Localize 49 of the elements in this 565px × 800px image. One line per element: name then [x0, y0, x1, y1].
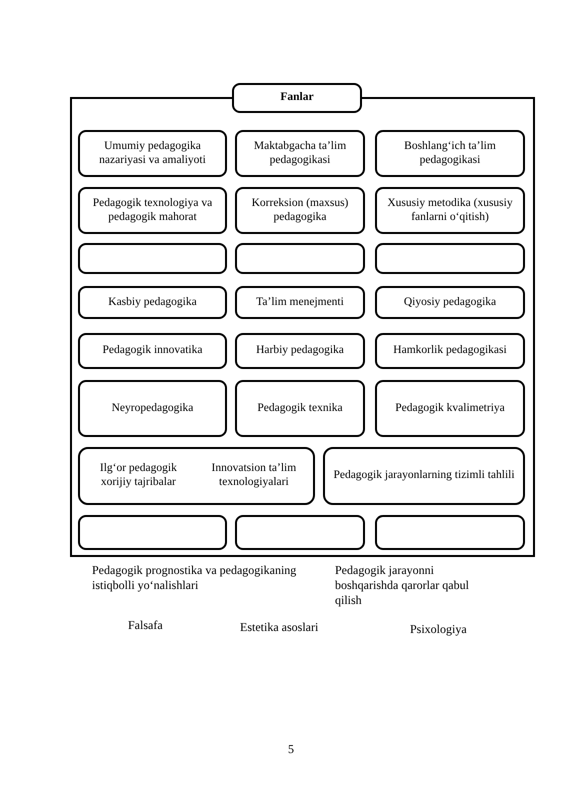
subject-label: Ilg‘or pedagogik xorijiy tajribalar	[98, 462, 178, 490]
subject-box	[375, 380, 525, 437]
subject-box	[78, 286, 227, 319]
subject-label: Maktabgacha ta’lim pedagogikasi	[252, 140, 348, 168]
subject-box	[78, 243, 227, 274]
subject-box	[78, 130, 227, 177]
subject-label: Pedagogik kvalimetriya	[395, 402, 505, 416]
subject-box	[78, 187, 227, 234]
subject-label: Boshlang‘ich ta’lim pedagogikasi	[403, 140, 497, 168]
subject-box	[375, 187, 525, 234]
subject-box	[78, 447, 315, 505]
subject-label: Korreksion (maxsus) pedagogika	[250, 196, 350, 224]
subject-label: Innovatsion ta’lim texnologiyalari	[210, 462, 298, 490]
subject-box	[235, 130, 365, 177]
subject-box	[375, 333, 525, 369]
subject-label: Ta’lim menejmenti	[256, 296, 344, 310]
subject-label: Pedagogik prognostika va pedagogikaning istiqbolli yo‘nalishlari	[92, 563, 297, 593]
header-box	[232, 83, 362, 113]
subject-box	[78, 515, 227, 550]
subject-box	[235, 243, 365, 274]
subject-label: Qiyosiy pedagogika	[404, 296, 496, 310]
subject-box	[235, 333, 365, 369]
subject-label: Hamkorlik pedagogikasi	[393, 344, 507, 358]
subject-box	[78, 380, 227, 437]
subject-box	[375, 243, 525, 274]
subject-label: Pedagogik innovatika	[102, 344, 202, 358]
subject-label: Neyropedagogika	[112, 402, 194, 416]
subject-label: Falsafa	[128, 618, 163, 633]
subject-box	[235, 380, 365, 437]
subject-label: Xususiy metodika (xususiy fanlarni o‘qitish)	[386, 196, 514, 224]
subject-box	[235, 515, 365, 550]
subject-label: Pedagogik texnologiya va pedagogik mahorat	[92, 196, 214, 224]
subject-box	[375, 515, 525, 550]
subject-box	[375, 286, 525, 319]
subject-label: Psixologiya	[410, 622, 467, 637]
subject-box	[235, 286, 365, 319]
subject-label: Pedagogik jarayonni boshqarishda qarorlar qabul qilish	[335, 563, 470, 608]
subject-box	[235, 187, 365, 234]
subject-box	[375, 130, 525, 177]
subject-label: Pedagogik texnika	[257, 402, 343, 416]
subject-label: Harbiy pedagogika	[256, 344, 344, 358]
subject-label: Umumiy pedagogika nazariyasi va amaliyoti	[98, 140, 207, 168]
header-title: Fanlar	[280, 91, 314, 105]
subject-label: Kasbiy pedagogika	[108, 296, 197, 310]
subject-label: Estetika asoslari	[240, 620, 318, 635]
page-number: 5	[288, 742, 294, 757]
subject-box	[78, 333, 227, 369]
subject-box	[323, 447, 525, 505]
subject-label: Pedagogik jarayonlarning tizimli tahlili	[333, 469, 515, 483]
